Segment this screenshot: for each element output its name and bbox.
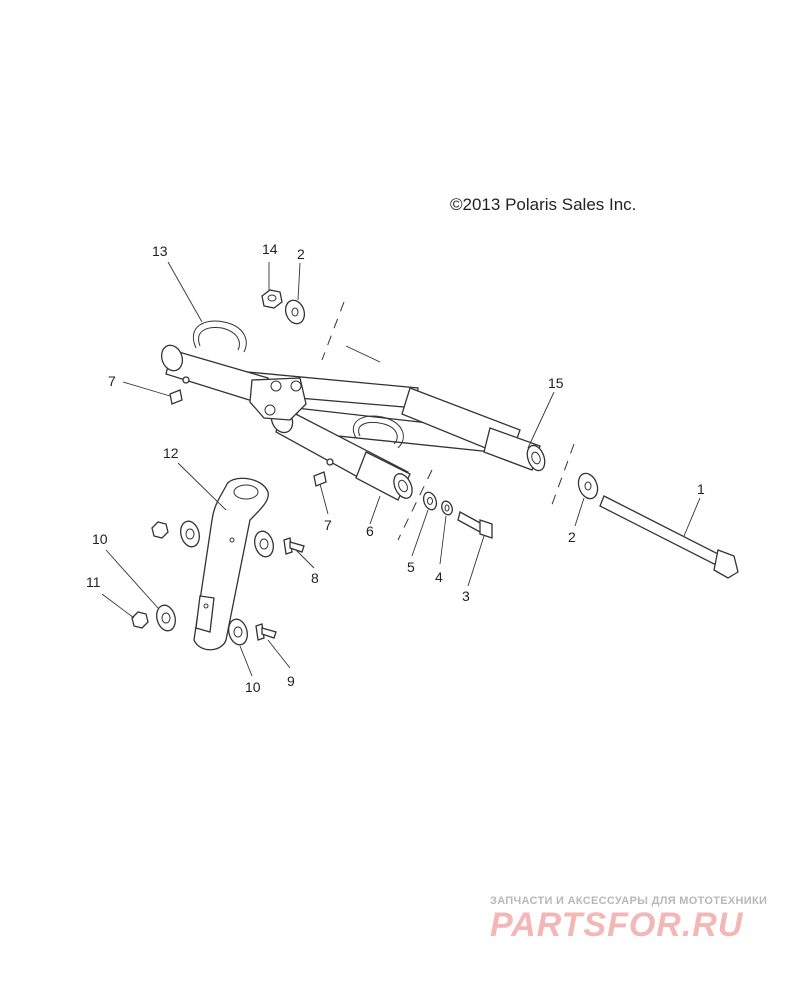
bushing-10-right <box>228 618 248 646</box>
watermark-tagline: ЗАПЧАСТИ И АКСЕССУАРЫ ДЛЯ МОТОТЕХНИКИ <box>490 895 768 907</box>
callout-1: 1 <box>697 481 705 497</box>
callout-15: 15 <box>548 375 564 391</box>
bolt-1 <box>599 495 739 579</box>
bushing-10-left <box>156 604 176 632</box>
callout-9: 9 <box>287 673 295 689</box>
grease-fitting-upper <box>169 376 190 405</box>
washer-2-right <box>577 472 599 500</box>
swing-arm-frame <box>160 344 546 501</box>
callout-labels: 13 14 2 7 15 12 7 6 1 2 10 5 4 8 11 3 9 … <box>86 241 705 695</box>
callout-4: 4 <box>435 569 443 585</box>
linkage-arm-12 <box>193 477 269 651</box>
callout-7-lower: 7 <box>324 517 332 533</box>
bolt-9 <box>255 623 277 641</box>
callout-2-top: 2 <box>297 246 305 262</box>
bumper-loop-left <box>192 320 247 353</box>
alignment-lines <box>321 301 575 541</box>
callout-11: 11 <box>86 574 101 590</box>
copyright-notice: ©2013 Polaris Sales Inc. <box>450 195 637 214</box>
callout-12: 12 <box>163 445 179 461</box>
bumper-loop-right <box>353 415 404 449</box>
grease-fitting-lower <box>313 458 334 487</box>
callout-8: 8 <box>311 570 319 586</box>
callout-5: 5 <box>407 559 415 575</box>
nut-14 <box>261 289 283 309</box>
bolt-8 <box>283 537 305 555</box>
callout-6: 6 <box>366 523 374 539</box>
callout-10-lower: 10 <box>245 679 261 695</box>
callout-10-upper: 10 <box>92 531 108 547</box>
bushing-upper-right <box>254 530 274 558</box>
callout-7-upper: 7 <box>108 373 116 389</box>
bushing-upper-left <box>180 520 200 548</box>
washer-5 <box>422 491 438 511</box>
callout-14: 14 <box>262 241 278 257</box>
nut-11 <box>131 611 149 629</box>
nut-upper <box>151 521 169 539</box>
leader-lines <box>101 261 701 677</box>
washer-4 <box>441 500 453 516</box>
watermark-logo: PARTSFOR.RU <box>490 906 744 944</box>
callout-13: 13 <box>152 243 168 259</box>
bolt-3 <box>457 511 493 539</box>
callout-3: 3 <box>462 588 470 604</box>
washer-2-top <box>284 299 306 325</box>
callout-2-right: 2 <box>568 529 576 545</box>
